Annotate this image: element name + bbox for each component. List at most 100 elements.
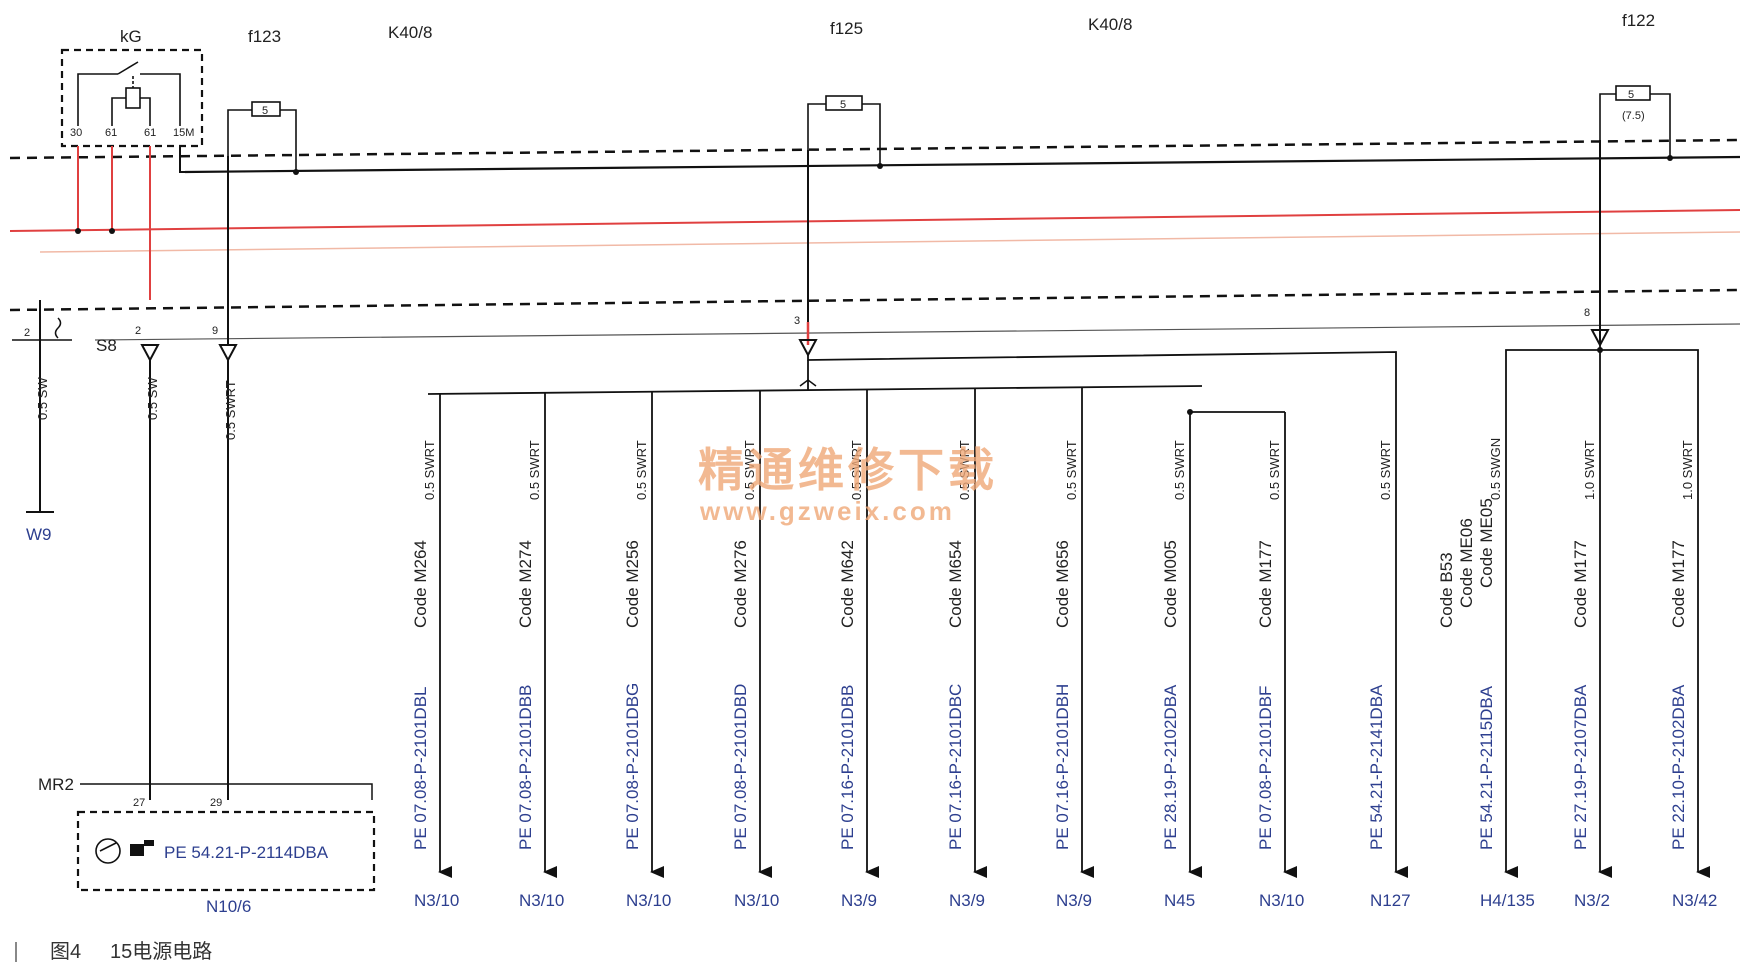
relay-wire-15m [179, 146, 188, 173]
branch-destination: N3/42 [1672, 891, 1717, 910]
s8-label: S8 [96, 336, 117, 355]
n10-box [76, 810, 376, 892]
fuse-f125 [807, 95, 881, 166]
branch-pe-ref: PE 27.19-P-2107DBA [1571, 684, 1590, 850]
relay-pin-61a: 61 [105, 127, 117, 139]
branch-12: 1.0 SWRT Code M177 PE 22.10-P-2102DBA N3/42 [1669, 410, 1717, 910]
branch-destination: N127 [1370, 891, 1411, 910]
branch-code-label: Code M005 [1161, 540, 1180, 628]
relay-pin-30: 30 [70, 127, 82, 139]
branch-pe-ref: PE 07.08-P-2101DBG [623, 683, 642, 850]
branch-pe-ref: PE 22.10-P-2102DBA [1669, 684, 1688, 850]
fuse-f122 [1599, 85, 1671, 158]
caption-title: 15电源电路 [110, 940, 212, 963]
fuse-f122-label: f122 [1622, 11, 1655, 30]
branch-wire-label: 0.5 SWGN [1488, 438, 1503, 500]
branch-destination: N3/9 [1056, 891, 1092, 910]
branch-wire-label: 0.5 SWRT [1267, 440, 1282, 500]
branch-pe-ref: PE 54.21-P-2115DBA [1477, 685, 1496, 850]
relay-pin-15m: 15M [173, 127, 194, 139]
pink-bus [39, 231, 1741, 253]
conn-mr2-29: 29 [210, 797, 222, 809]
n10-wire-a-label: 0.5 SW [145, 377, 160, 420]
branch-wire-label: 1.0 SWRT [1680, 440, 1695, 500]
branch-wire-label: 0.5 SWRT [1172, 440, 1187, 500]
red-bus [9, 209, 1741, 232]
watermark-url: www.gzweix.com [699, 496, 955, 526]
conn-left-9: 9 [212, 325, 218, 337]
branch-8: 0.5 SWRT Code M177 PE 07.08-P-2101DBF N3/10 [1256, 412, 1304, 910]
relay-kg-label: kG [120, 27, 142, 46]
w9-wire-label: 0.5 SW [35, 377, 50, 420]
watermark-cn: 精通维修下载 [698, 444, 998, 496]
branch-pe-ref: PE 54.21-P-2141DBA [1367, 684, 1386, 850]
mid-dashed-bus [9, 288, 1741, 312]
branch-destination: N3/10 [734, 891, 779, 910]
n10-wire-b-label: 0.5 SWRT [223, 380, 238, 440]
w9-label: W9 [26, 525, 52, 544]
branch-destination: N3/10 [519, 891, 564, 910]
conn-left-2b: 2 [135, 325, 141, 337]
branch-group: 0.5 SWRT Code M264 PE 07.08-P-2101DBL N3/10… [411, 388, 1717, 910]
branch-wire-label: 0.5 SWRT [957, 440, 972, 500]
k40-right-label: K40/8 [1088, 15, 1132, 34]
n127-feed [807, 351, 1397, 388]
k40-left-label: K40/8 [388, 23, 432, 42]
branch-wire-label: 0.5 SWRT [849, 440, 864, 500]
branch-destination: N3/2 [1574, 891, 1610, 910]
branch-wire-label: 0.5 SWRT [634, 440, 649, 500]
hand-pointer-icon [95, 838, 121, 864]
branch-pe-ref: PE 28.19-P-2102DBA [1161, 684, 1180, 850]
branch-wire-label: 0.5 SWRT [742, 440, 757, 500]
branch-5: 0.5 SWRT Code M654 PE 07.16-P-2101DBC N3/9 [946, 389, 987, 910]
right-feed-bus [1505, 349, 1699, 410]
branch-wire-label: 0.5 SWRT [422, 440, 437, 500]
branch-destination: H4/135 [1480, 891, 1535, 910]
branch-code-label: Code M177 [1571, 540, 1590, 628]
branch-code-label: Code M177 [1669, 540, 1688, 628]
branch-pe-ref: PE 07.08-P-2101DBD [731, 684, 750, 850]
fuse-f123-label: f123 [248, 27, 281, 46]
branch-code-label: Code M274 [516, 540, 535, 628]
branch-destination: N45 [1164, 891, 1195, 910]
branch-wire-label: 0.5 SWRT [527, 440, 542, 500]
branch-destination: N3/10 [1259, 891, 1304, 910]
branch-destination: N3/10 [414, 891, 459, 910]
branch-code-label: Code ME06 [1457, 518, 1476, 608]
top-solid-bus [184, 155, 1741, 174]
top-dashed-bus [9, 138, 1741, 160]
branch-code-label: Code M177 [1256, 540, 1275, 628]
branch-0: 0.5 SWRT Code M264 PE 07.08-P-2101DBL N3/10 [411, 394, 459, 910]
fuse-f123-rating: 5 [262, 105, 268, 117]
branch-wire-label: 0.5 SWRT [1064, 440, 1079, 500]
conn-right-8: 8 [1584, 307, 1590, 319]
conn-mr2-27: 27 [133, 797, 145, 809]
branch-destination: N3/9 [949, 891, 985, 910]
branch-code-label: Code M256 [623, 540, 642, 628]
branch-wire-label: 1.0 SWRT [1582, 440, 1597, 500]
branch-1: 0.5 SWRT Code M274 PE 07.08-P-2101DBB N3/10 [516, 393, 564, 910]
branch-pe-ref: PE 07.08-P-2101DBL [411, 687, 430, 851]
branch-code-label: Code B53 [1437, 552, 1456, 628]
relay-kg-box [60, 48, 204, 148]
branch-wire-label: 0.5 SWRT [1378, 440, 1393, 500]
branch-11: 1.0 SWRT Code M177 PE 27.19-P-2107DBA N3/2 [1571, 410, 1612, 910]
branch-code-label: Code M654 [946, 540, 965, 628]
branch-pe-ref: PE 07.16-P-2101DBB [838, 685, 857, 850]
fuse-f123 [227, 101, 297, 172]
branch-pe-ref: PE 07.08-P-2101DBF [1256, 686, 1275, 850]
branch-code-label: Code ME05 [1477, 498, 1496, 588]
branch-pe-ref: PE 07.08-P-2101DBB [516, 685, 535, 850]
n10-pe-ref: PE 54.21-P-2114DBA [164, 843, 329, 862]
fuse-f122-sub: (7.5) [1622, 110, 1645, 122]
relay-pin-61b: 61 [144, 127, 156, 139]
fuse-f125-label: f125 [830, 19, 863, 38]
branch-code-label: Code M656 [1053, 540, 1072, 628]
mr2-label: MR2 [38, 775, 74, 794]
caption-fig: 图4 [50, 941, 81, 963]
branch-destination: N3/9 [841, 891, 877, 910]
branch-code-label: Code M264 [411, 540, 430, 628]
branch-pe-ref: PE 07.16-P-2101DBC [946, 684, 965, 850]
